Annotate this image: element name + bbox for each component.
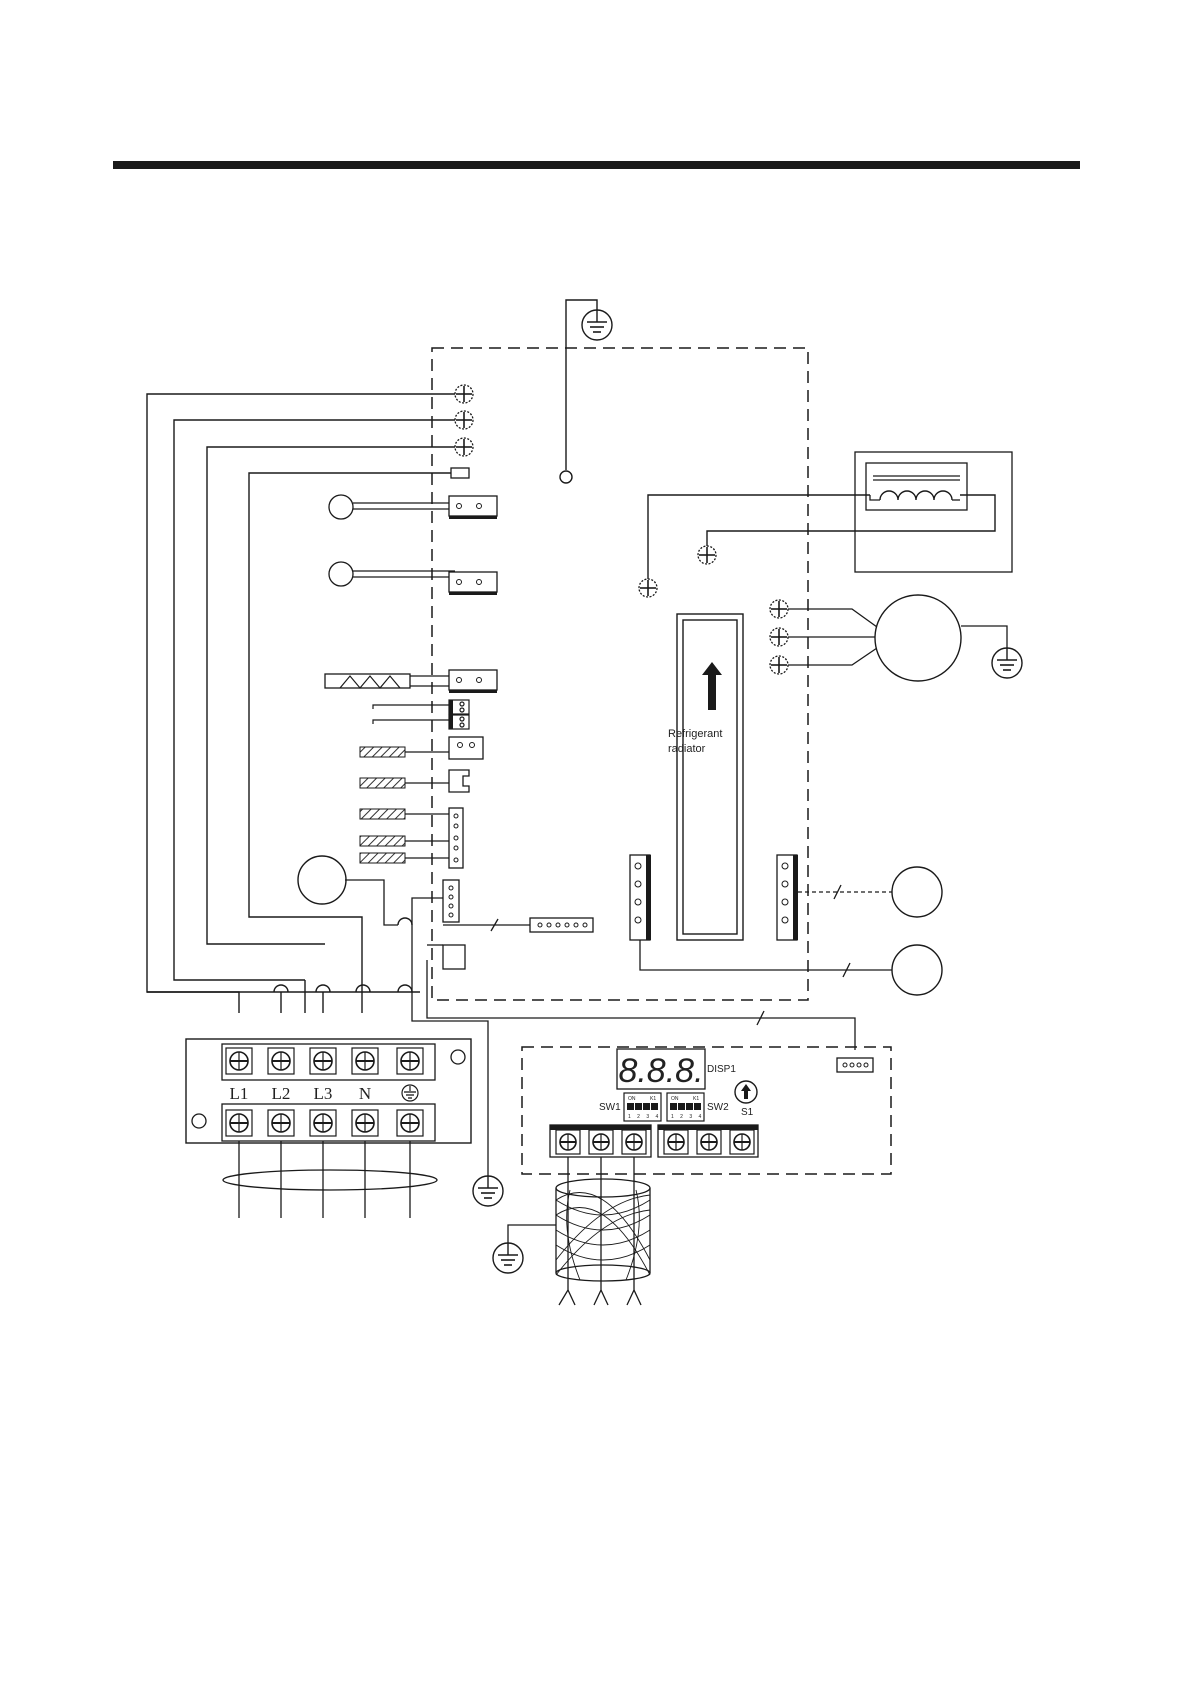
- terminal-screw-icon: [397, 1048, 423, 1074]
- terminal-label-l3: L3: [314, 1084, 333, 1103]
- terminal-screw-icon: [455, 438, 473, 456]
- disp-label: DISP1: [707, 1064, 736, 1075]
- terminal-screw-icon: [455, 411, 473, 429]
- earth-ground-icon: [992, 648, 1022, 678]
- component-circle-left: [298, 856, 346, 904]
- sw2-label: SW2: [707, 1102, 729, 1113]
- earth-point: [560, 471, 572, 483]
- connector-left-vertical: [630, 855, 651, 940]
- supply-cable-clamp: [223, 1170, 437, 1190]
- earth-ground-icon: [582, 310, 612, 340]
- component-circle-upper-right: [892, 867, 942, 917]
- terminal-screw-icon: [698, 546, 716, 564]
- svg-text:ON: ON: [628, 1096, 636, 1102]
- terminal-screw-icon: [639, 579, 657, 597]
- seven-segment-display: 8.8.8.: [617, 1049, 705, 1090]
- terminal-screw-icon: [770, 656, 788, 674]
- display-digits: 8.8.8.: [618, 1052, 703, 1090]
- small-connector: [451, 468, 469, 478]
- terminal-screw-icon: [664, 1130, 688, 1154]
- terminal-screw-icon: [310, 1048, 336, 1074]
- connector-2pin: [449, 496, 497, 519]
- earth-ground-icon: [493, 1243, 523, 1273]
- terminal-screw-icon: [310, 1110, 336, 1136]
- terminal-label-l2: L2: [272, 1084, 291, 1103]
- terminal-screw-icon: [455, 385, 473, 403]
- sensor-1: [329, 495, 353, 519]
- terminal-screw-icon: [556, 1130, 580, 1154]
- terminal-screw-icon: [697, 1130, 721, 1154]
- terminal-screw-icon: [226, 1048, 252, 1074]
- svg-text:K1: K1: [693, 1096, 699, 1102]
- sensor-2: [329, 562, 353, 586]
- heater-element: [325, 670, 497, 693]
- radiator-label-line2: radiator: [668, 743, 706, 755]
- hatched-cables: [360, 737, 483, 868]
- terminal-screw-icon: [622, 1130, 646, 1154]
- terminal-screw-icon: [730, 1130, 754, 1154]
- terminal-screw-icon: [589, 1130, 613, 1154]
- radiator-label-line1: Refrigerant: [668, 728, 722, 740]
- terminal-label-l1: L1: [230, 1084, 249, 1103]
- header-rule: [113, 161, 1080, 169]
- rotary-switch-icon[interactable]: [735, 1081, 757, 1103]
- component-circle-lower-right: [892, 945, 942, 995]
- earth-symbol-icon: [402, 1085, 418, 1101]
- wire-crossovers: [274, 918, 412, 992]
- paired-connectors: [373, 700, 469, 729]
- terminal-screw-icon: [352, 1110, 378, 1136]
- sw1-label: SW1: [599, 1102, 621, 1113]
- terminal-label-n: N: [359, 1084, 371, 1103]
- component-wire: [345, 880, 398, 925]
- reactor-coil-frame: [866, 463, 967, 510]
- earth-ground-icon: [473, 1176, 503, 1206]
- refrigerant-radiator: Refrigerant radiator: [668, 614, 743, 940]
- terminal-screw-icon: [770, 628, 788, 646]
- svg-text:1 2 3 4: 1 2 3 4: [628, 1114, 661, 1120]
- terminal-screw-icon: [226, 1110, 252, 1136]
- terminal-screw-icon: [352, 1048, 378, 1074]
- svg-text:1 2 3 4: 1 2 3 4: [671, 1114, 704, 1120]
- connector-right-vertical: [777, 855, 798, 940]
- terminal-screw-icon: [770, 600, 788, 618]
- dip-switch-sw1[interactable]: ON K1 1 2 3 4: [624, 1093, 661, 1121]
- compressor: [875, 595, 961, 681]
- terminal-screw-icon: [268, 1048, 294, 1074]
- terminal-screw-icon: [268, 1110, 294, 1136]
- svg-text:ON: ON: [671, 1096, 679, 1102]
- compressor-wires: [788, 609, 877, 665]
- shielded-cable: [556, 1179, 650, 1281]
- s1-label: S1: [741, 1107, 754, 1118]
- svg-text:K1: K1: [650, 1096, 656, 1102]
- connector-2pin: [449, 572, 497, 595]
- dip-switch-sw2[interactable]: ON K1 1 2 3 4: [667, 1093, 704, 1121]
- relay-block: [443, 945, 465, 969]
- terminal-screw-icon: [397, 1110, 423, 1136]
